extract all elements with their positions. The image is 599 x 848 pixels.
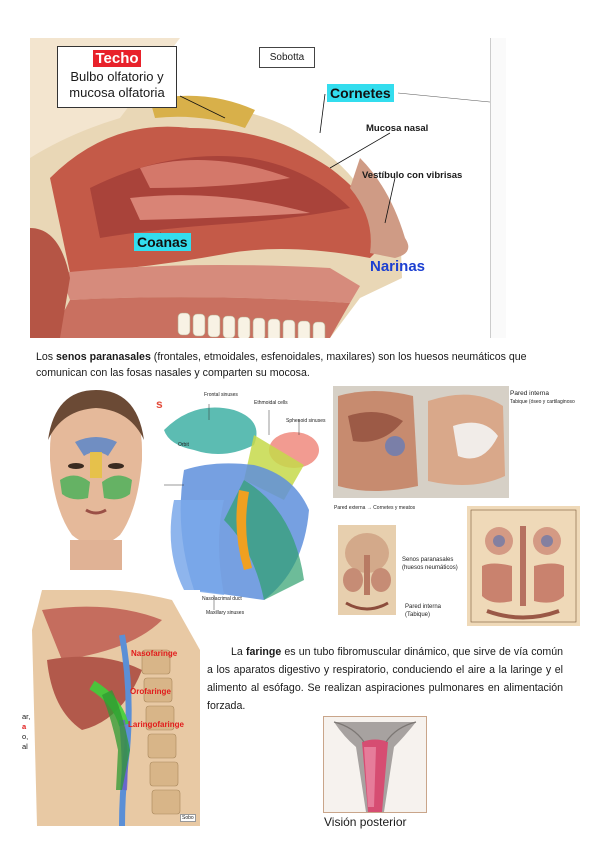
tabique-label-top: Tabique (óseo y cartilaginoso xyxy=(510,399,575,405)
pared-interna-label-bottom: Pared interna xyxy=(405,604,442,610)
maxillary-sinuses-label: Maxillary sinuses xyxy=(206,610,245,616)
sphenoid-sinuses-label: Sphenoid sinuses xyxy=(286,418,326,424)
vestibulo-label: Vestíbulo con vibrisas xyxy=(362,170,463,181)
techo-title: Techo xyxy=(93,50,141,67)
orofaringe-label: Orofaringe xyxy=(130,687,171,696)
laringofaringe-label: Laringofaringe xyxy=(128,720,185,729)
posterior-view-figure xyxy=(323,716,427,813)
frontal-sinuses-label: Frontal sinuses xyxy=(204,392,238,398)
right-edge-crop xyxy=(490,38,506,338)
nasal-cavity-figure xyxy=(30,38,506,338)
nasal-cavity-illustration xyxy=(30,38,501,338)
mucosa-label: Mucosa nasal xyxy=(366,123,429,134)
nasolacrimal-label: Nasolacrimal duct xyxy=(202,596,242,602)
cornetes-label: Cornetes xyxy=(327,84,394,102)
techo-line1: Bulbo olfatorio y xyxy=(70,69,164,84)
lateral-wall-photo xyxy=(333,386,509,498)
sobotta-small-label: Sobo xyxy=(180,814,196,822)
senos-label: Senos paranasales xyxy=(402,557,454,563)
ethmoidal-cells-label: Ethmoidal cells xyxy=(254,400,288,406)
pared-externa-label: Pared externa → Cornetes y meatos xyxy=(334,505,416,511)
sinus-3d-figure: s Frontal sinuses Ethmoidal cells Spheno… xyxy=(154,390,329,620)
lateral-wall-figure xyxy=(333,386,509,498)
face-sinuses-figure xyxy=(30,390,162,570)
senos-paragraph: Los senos paranasales (frontales, etmoid… xyxy=(36,349,568,381)
coronal-right-illustration xyxy=(467,506,580,626)
tabique-label-bottom: (Tabique) xyxy=(405,612,431,618)
huesos-label: (huesos neumáticos) xyxy=(402,565,458,571)
techo-line2: mucosa olfatoria xyxy=(69,85,165,100)
left-cut-text: ar, a o, al xyxy=(22,712,30,752)
sinus-3d-illustration: s xyxy=(154,390,329,620)
posterior-view-caption: Visión posterior xyxy=(324,815,407,829)
pharynx-figure: Nasofaringe Orofaringe Laringofaringe So… xyxy=(22,590,200,826)
p2-post: es un tubo fibromuscular dinámico, que s… xyxy=(207,646,563,712)
orbit-label: Orbit xyxy=(178,442,189,448)
faringe-paragraph: La faringe es un tubo fibromuscular diná… xyxy=(207,643,563,715)
techo-box: Techo Bulbo olfatorio y mucosa olfatoria xyxy=(57,46,177,108)
pared-interna-label-top: Pared interna xyxy=(510,390,550,397)
coronal-section-right xyxy=(467,506,580,626)
p2-pre: La xyxy=(231,646,246,658)
cut-text-3: o, xyxy=(22,732,29,741)
coanas-label: Coanas xyxy=(134,233,191,251)
p1-post: (frontales, etmoidales, esfenoidales, ma… xyxy=(36,351,527,379)
narinas-label: Narinas xyxy=(370,258,426,275)
p1-pre: Los xyxy=(36,351,57,363)
pharynx-illustration xyxy=(22,590,200,826)
sinus-3d-red-mark: s xyxy=(156,397,163,411)
p2-bold: faringe xyxy=(245,646,282,658)
cut-text-2: a xyxy=(22,722,27,731)
cut-text-1: ar, xyxy=(22,712,31,721)
cut-text-4: al xyxy=(22,742,28,751)
p1-bold: senos paranasales xyxy=(56,351,151,363)
face-illustration xyxy=(30,390,162,570)
coronal-left-illustration xyxy=(338,525,396,615)
coronal-section-left xyxy=(338,525,396,615)
sobotta-label: Sobotta xyxy=(259,47,315,68)
posterior-view-illustration xyxy=(324,717,426,812)
nasofaringe-label: Nasofaringe xyxy=(131,649,178,658)
